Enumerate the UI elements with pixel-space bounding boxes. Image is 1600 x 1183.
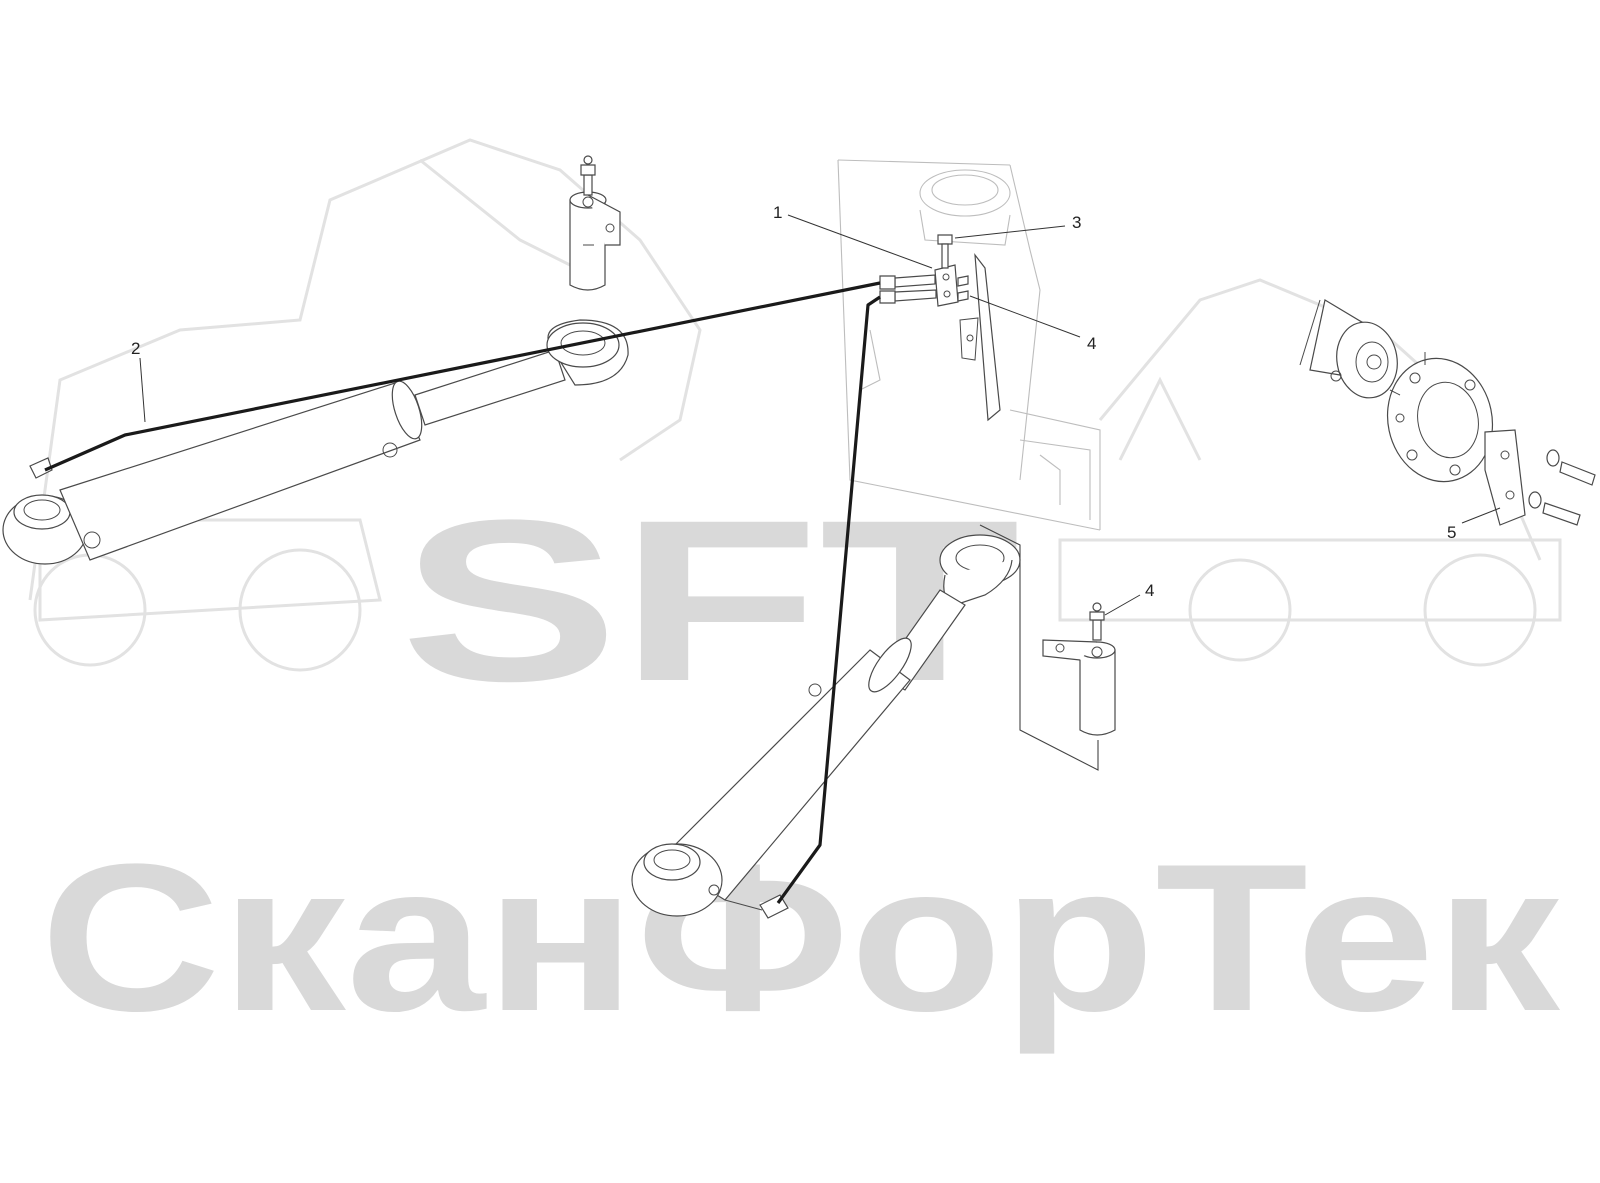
grease-nipple-lower: [1089, 602, 1105, 641]
callout-3: 3: [954, 213, 1081, 239]
lubrication-hose-upper: [44, 281, 881, 472]
flange-bolts: [1528, 449, 1596, 526]
callout-2: 2: [131, 339, 146, 423]
callout-label: 4: [1087, 334, 1096, 353]
callout-label: 3: [1072, 213, 1081, 232]
distribution-block: [879, 264, 969, 307]
callout-4-upper: 4: [969, 295, 1096, 353]
pivot-pin-upper: [569, 191, 621, 291]
callout-label: 5: [1447, 523, 1456, 542]
watermark-machine-right: [1058, 278, 1562, 667]
grease-nipple-upper: [580, 155, 596, 196]
callout-label: 1: [773, 203, 782, 222]
bushing-assembly: [1299, 299, 1398, 399]
pivot-pin-lower: [1042, 639, 1116, 736]
machine-frame: [837, 159, 1101, 531]
mounting-plate: [959, 253, 1001, 422]
callout-1: 1: [773, 203, 933, 269]
callout-label: 4: [1145, 581, 1154, 600]
watermark-company-name: СканФорТек: [40, 820, 1561, 1055]
mounting-bolt: [937, 234, 953, 269]
callout-label: 2: [131, 339, 140, 358]
lubrication-hose-lower: [776, 295, 881, 904]
callout-5: 5: [1447, 507, 1501, 542]
callout-4-lower: 4: [1104, 581, 1154, 616]
watermark-logo: SFT: [400, 472, 1020, 729]
lower-pin-frame: [979, 524, 1099, 771]
retaining-bracket: [1484, 429, 1526, 526]
mounting-flange: [1386, 352, 1494, 483]
